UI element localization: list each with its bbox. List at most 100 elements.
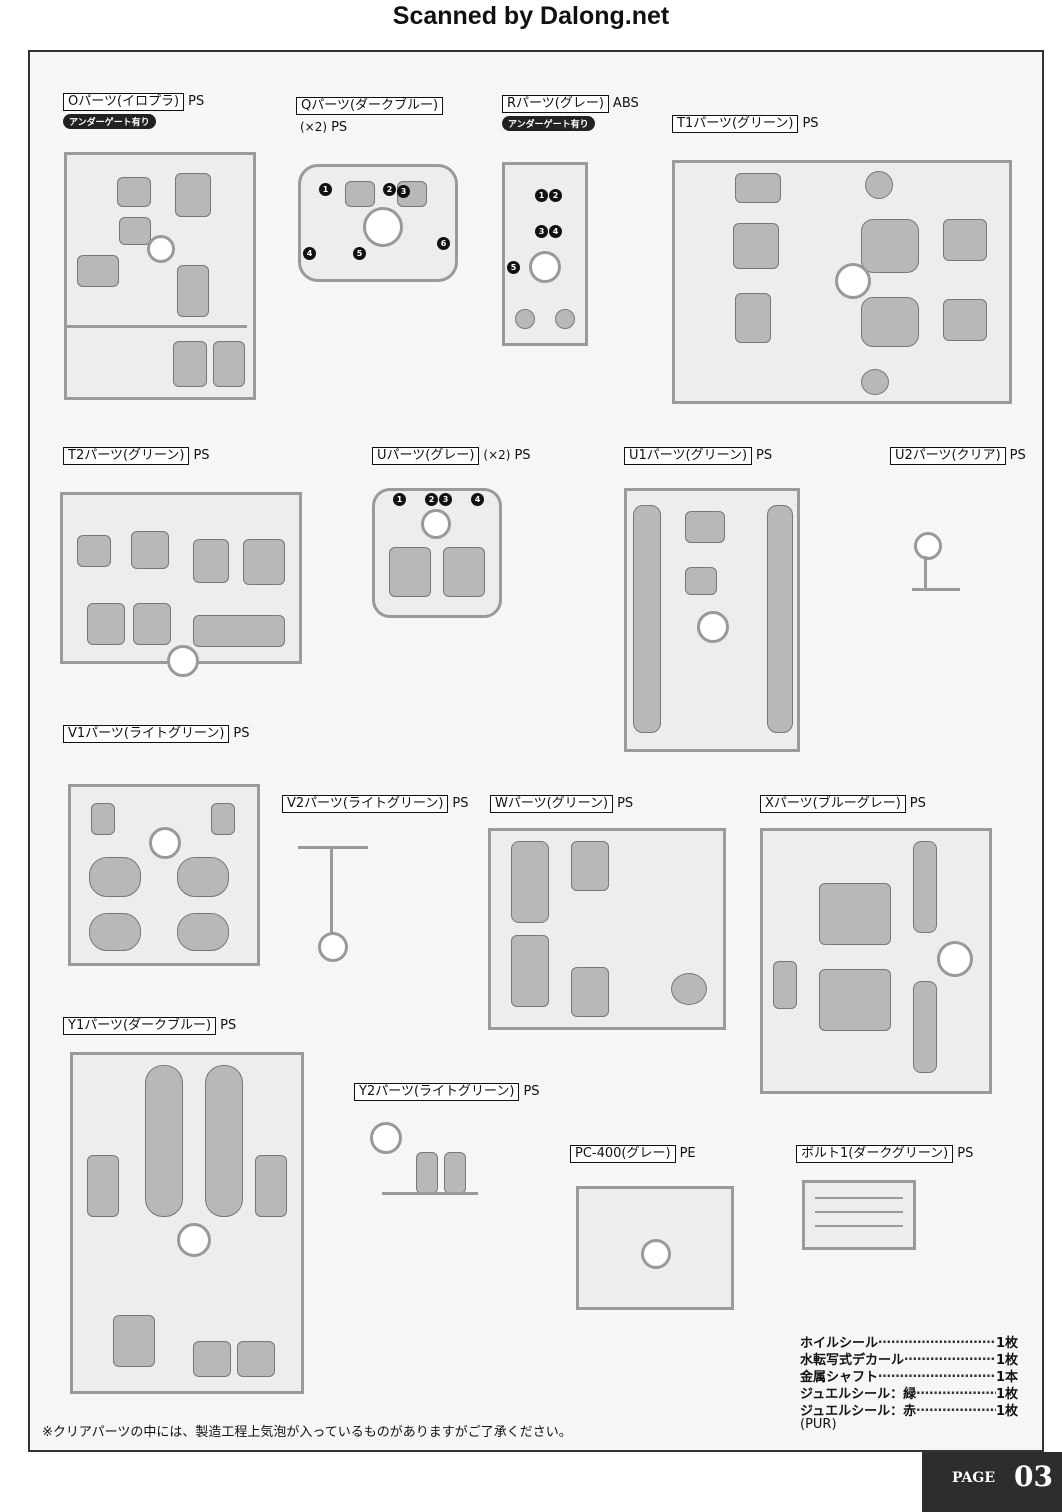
part-number: 4 — [549, 225, 562, 238]
part — [685, 511, 725, 543]
runner-u: Uパーツ(グレー)(×2)PS — [372, 444, 531, 465]
runner-label: T1パーツ(グリーン) — [672, 115, 799, 133]
runner-ring — [177, 1223, 211, 1257]
runner-ring — [529, 251, 561, 283]
part-number: 1 — [535, 189, 548, 202]
accessory-count: 1枚 — [995, 1353, 1018, 1368]
part — [571, 967, 609, 1017]
runner-material: PS — [193, 448, 210, 463]
part — [117, 177, 151, 207]
part — [89, 913, 141, 951]
runner-sprue — [924, 556, 927, 590]
part — [511, 935, 549, 1007]
part — [571, 841, 609, 891]
part — [943, 299, 987, 341]
runner-frame-u2 — [912, 532, 960, 592]
accessory-count: 1枚 — [995, 1336, 1018, 1351]
runner-sprue — [815, 1211, 903, 1213]
runner-label: U2パーツ(クリア) — [890, 447, 1006, 465]
part-number: 1 — [393, 493, 406, 506]
runner-material: PS — [331, 120, 348, 135]
runner-material: PS — [220, 1018, 237, 1033]
page-number-tab: PAGE 03 — [922, 1452, 1062, 1512]
runner-ring — [147, 235, 175, 263]
runner-material: PS — [957, 1146, 974, 1161]
part — [511, 841, 549, 923]
runner-label: Qパーツ(ダークブルー) — [296, 97, 444, 115]
part — [865, 171, 893, 199]
runner-ring — [370, 1122, 402, 1154]
runner-label: Y1パーツ(ダークブルー) — [63, 1017, 217, 1035]
runner-label: T2パーツ(グリーン) — [63, 447, 190, 465]
part-number: 3 — [397, 185, 410, 198]
accessory-note: (PUR) — [800, 1417, 837, 1432]
leader-dots: …………………………………… — [916, 1400, 996, 1415]
part-number: 2 — [549, 189, 562, 202]
accessory-count: 1本 — [995, 1370, 1018, 1385]
part — [819, 969, 891, 1031]
runner-frame-y1 — [70, 1052, 304, 1394]
runner-material: PE — [679, 1146, 696, 1161]
runner-y2: Y2パーツ(ライトグリーン)PS — [354, 1080, 540, 1101]
part — [175, 173, 211, 217]
accessories-list: ホイルシール …………………………………… 1枚 水転写式デカール ………………… — [800, 1332, 1018, 1434]
part-number: 5 — [353, 247, 366, 260]
part — [193, 615, 285, 647]
scan-credit: Scanned by Dalong.net — [392, 2, 670, 30]
runner-ring — [914, 532, 942, 560]
part-number: 3 — [439, 493, 452, 506]
runner-q-qty: (×2)PS — [296, 116, 347, 135]
runner-material: PS — [452, 796, 469, 811]
part — [861, 369, 889, 395]
part — [913, 981, 937, 1073]
part — [145, 1065, 183, 1217]
accessory-row: 水転写式デカール …………………………………… 1枚 — [800, 1349, 1018, 1368]
runner-ring — [167, 645, 199, 677]
part — [177, 265, 209, 317]
part — [173, 341, 207, 387]
runner-material: PS — [909, 796, 926, 811]
runner-pc400: PC-400(グレー)PE — [570, 1142, 696, 1163]
part — [211, 803, 235, 835]
accessory-name: 水転写式デカール — [800, 1353, 905, 1368]
runner-label: PC-400(グレー) — [570, 1145, 676, 1163]
part — [443, 547, 485, 597]
under-gate-tag: アンダーゲート有り — [63, 114, 156, 129]
runner-sprue — [382, 1192, 478, 1195]
runner-frame-v2 — [292, 836, 372, 966]
part — [861, 297, 919, 347]
runner-ring — [697, 611, 729, 643]
part — [913, 841, 937, 933]
runner-ring — [149, 827, 181, 859]
runner-label: V1パーツ(ライトグリーン) — [63, 725, 230, 743]
accessory-count: 1枚 — [995, 1387, 1018, 1402]
part — [77, 255, 119, 287]
part — [193, 539, 229, 583]
part — [733, 223, 779, 269]
leader-dots: …………………………………… — [878, 1332, 996, 1347]
part — [943, 219, 987, 261]
runner-t2: T2パーツ(グリーン)PS — [63, 444, 210, 465]
part — [87, 1155, 119, 1217]
runner-frame-x — [760, 828, 992, 1094]
runner-label: Rパーツ(グレー) — [502, 95, 609, 113]
runner-w: Wパーツ(グリーン)PS — [490, 792, 633, 813]
runner-material: PS — [617, 796, 634, 811]
runner-qty: (×2) — [483, 448, 511, 462]
runner-label: U1パーツ(グリーン) — [624, 447, 753, 465]
runner-v1: V1パーツ(ライトグリーン)PS — [63, 722, 250, 743]
part — [735, 293, 771, 343]
runner-material: PS — [756, 448, 773, 463]
part — [205, 1065, 243, 1217]
runner-frame-o — [64, 152, 256, 400]
part — [444, 1152, 466, 1194]
under-gate-tag: アンダーゲート有り — [502, 116, 595, 131]
runner-material: PS — [233, 726, 250, 741]
part — [213, 341, 245, 387]
part-number: 2 — [425, 493, 438, 506]
part-number: 3 — [535, 225, 548, 238]
accessory-row: 金属シャフト …………………………………… 1本 — [800, 1366, 1018, 1385]
accessory-row: ジュエルシール：緑 …………………………………… 1枚 — [800, 1383, 1018, 1402]
runner-material: PS — [523, 1084, 540, 1099]
runner-label: ボルト1(ダークグリーン) — [796, 1145, 954, 1163]
